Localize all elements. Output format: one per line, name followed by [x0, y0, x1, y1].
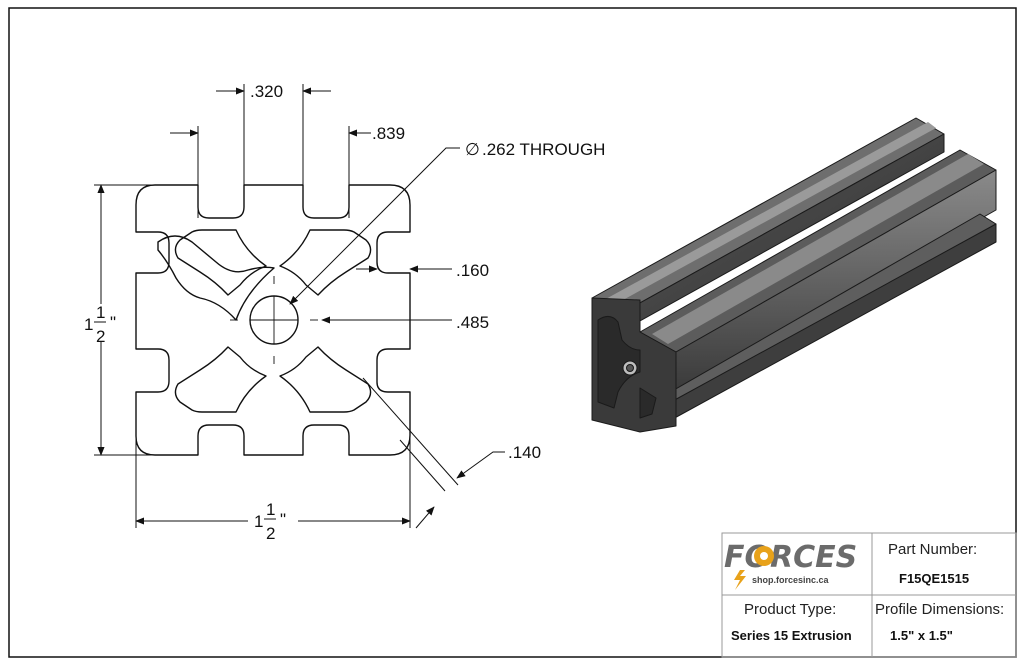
svg-text:1: 1	[96, 303, 105, 322]
profile-pockets	[157, 235, 275, 321]
profile-dim-value: 1.5" x 1.5"	[890, 628, 953, 643]
dimension-lines	[94, 84, 505, 529]
dim-corner: .140	[508, 443, 541, 462]
svg-text:shop.forcesinc.ca: shop.forcesinc.ca	[752, 575, 830, 585]
dim-hole: .262 THROUGH	[482, 140, 605, 159]
extrusion-3d-view	[591, 117, 997, 433]
forces-logo: FORCES shop.forcesinc.ca	[724, 540, 857, 590]
dim-height: 1 1 2 "	[84, 303, 116, 346]
profile-inner-lines	[174, 229, 372, 413]
svg-text:1: 1	[266, 500, 275, 519]
lightning-icon	[734, 570, 746, 590]
part-number-label: Part Number:	[888, 541, 977, 558]
svg-text:": "	[110, 313, 116, 332]
profile-dim-label: Profile Dimensions:	[875, 601, 1004, 618]
product-type-label: Product Type:	[744, 601, 836, 618]
sheet-border	[8, 7, 1017, 658]
dim-slot-depth: .839	[372, 124, 405, 143]
svg-text:": "	[280, 510, 286, 529]
centerlines	[230, 276, 318, 364]
svg-text:1: 1	[254, 512, 263, 531]
dim-slot-width: .320	[250, 82, 283, 101]
title-block	[721, 532, 1017, 658]
part-number-value: F15QE1515	[899, 571, 969, 586]
product-type-value: Series 15 Extrusion	[731, 628, 852, 643]
dim-wall: .160	[456, 261, 489, 280]
dim-width: 1 1 2 "	[254, 500, 286, 543]
svg-text:1: 1	[84, 315, 93, 334]
dim-center-web: .485	[456, 313, 489, 332]
diameter-symbol: ∅	[465, 140, 480, 159]
svg-text:FORCES: FORCES	[724, 540, 857, 575]
svg-text:2: 2	[266, 524, 275, 543]
svg-text:2: 2	[96, 327, 105, 346]
